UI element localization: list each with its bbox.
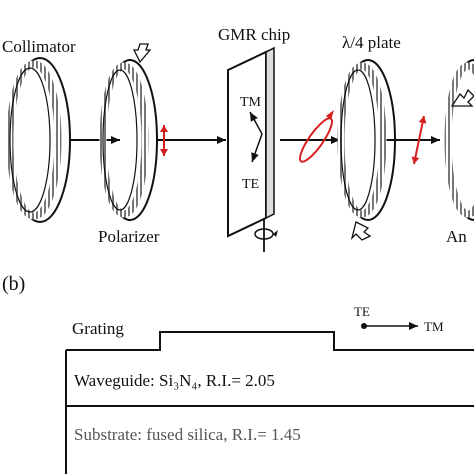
- te-axis-arrow: [251, 133, 263, 163]
- legend-te-label: TE: [354, 304, 370, 319]
- substrate-label: Substrate: fused silica, R.I.= 1.45: [74, 425, 301, 444]
- rotation-arrow-icon: [132, 43, 152, 64]
- analyzer-element: [444, 59, 474, 221]
- elliptical-polarization-icon: [299, 110, 334, 163]
- output-polarization-arrow: [411, 115, 427, 165]
- legend-tm-label: TM: [424, 319, 444, 334]
- polarization-legend: [361, 322, 418, 330]
- collimator-label: Collimator: [2, 37, 76, 56]
- tm-axis-arrow: [249, 111, 263, 135]
- grating-label: Grating: [72, 319, 124, 338]
- waveguide-label: Waveguide: Si₃N₄, R.I.= 2.05: [74, 371, 275, 390]
- tm-label: TM: [240, 95, 262, 110]
- analyzer-rotation-arrow-icon: [450, 88, 474, 107]
- polarizer-element: [99, 59, 158, 221]
- quarter-wave-plate-label: λ/4 plate: [342, 33, 401, 52]
- analyzer-label: An: [446, 227, 467, 246]
- polarizer-label: Polarizer: [98, 227, 160, 246]
- panel-b-label: (b): [2, 273, 25, 295]
- gmr-chip-label: GMR chip: [218, 25, 290, 44]
- quarter-wave-plate: [337, 59, 396, 221]
- chip-rotation-icon: [254, 218, 278, 252]
- gmr-chip: [227, 46, 275, 238]
- collimator-lens: [6, 57, 71, 223]
- plate-rotation-arrow-icon: [350, 221, 372, 241]
- grating-profile: [66, 331, 474, 351]
- te-label: TE: [242, 177, 259, 192]
